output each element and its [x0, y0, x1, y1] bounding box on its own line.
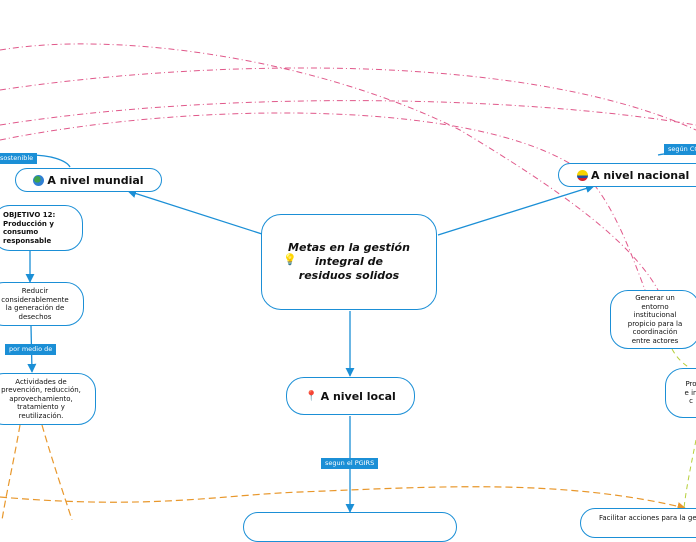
green-relations: [671, 348, 696, 509]
orange-relations: [0, 424, 686, 520]
subtopic-actividades[interactable]: Actividades de prevención, reducción, ap…: [0, 373, 96, 425]
subtopic-generar-entorno[interactable]: Generar un entorno institucional propici…: [610, 290, 696, 349]
topic-mundial[interactable]: A nivel mundial: [15, 168, 162, 192]
subtopic-generar-entorno-text: Generar un entorno institucional propici…: [627, 294, 683, 345]
tag-segun-pgirs[interactable]: segun el PGIRS: [321, 458, 379, 469]
topic-local[interactable]: 📍 A nivel local: [286, 377, 415, 415]
subtopic-pro-text: Pro e in c: [684, 380, 696, 406]
tag-por-medio-de[interactable]: por medio de: [5, 344, 57, 355]
subtopic-facilitar[interactable]: Facilitar acciones para la gest: [580, 508, 696, 538]
subtopic-reducir[interactable]: Reducir considerablemente la generación …: [0, 282, 84, 326]
subtopic-pro[interactable]: Pro e in c: [665, 368, 696, 418]
topic-nacional[interactable]: A nivel nacional: [558, 163, 696, 187]
subtopic-objetivo-12-text: OBJETIVO 12: Producción y consumo respon…: [3, 211, 56, 245]
subtopic-local-child[interactable]: [243, 512, 457, 542]
central-topic[interactable]: Metas en la gestión integral de residuos…: [261, 214, 437, 310]
subtopic-reducir-text: Reducir considerablemente la generación …: [1, 287, 69, 321]
mind-map-connectors: [0, 43, 696, 520]
globe-icon: [33, 174, 45, 186]
topic-nacional-label: A nivel nacional: [591, 168, 690, 182]
pink-relations: [0, 43, 696, 291]
subtopic-facilitar-text: Facilitar acciones para la gest: [599, 514, 696, 522]
subtopic-actividades-text: Actividades de prevención, reducción, ap…: [1, 377, 81, 420]
tag-sostenible[interactable]: sostenible: [0, 153, 38, 164]
colombia-flag-icon: [577, 169, 588, 181]
tag-segun-co[interactable]: según CO: [664, 144, 696, 155]
location-pin-icon: 📍: [305, 390, 318, 402]
central-topic-title: Metas en la gestión integral de residuos…: [288, 241, 410, 282]
lightbulb-icon: 💡: [283, 253, 297, 266]
subtopic-objetivo-12[interactable]: OBJETIVO 12: Producción y consumo respon…: [0, 205, 83, 251]
topic-local-label: A nivel local: [320, 389, 396, 403]
topic-mundial-label: A nivel mundial: [47, 173, 144, 187]
